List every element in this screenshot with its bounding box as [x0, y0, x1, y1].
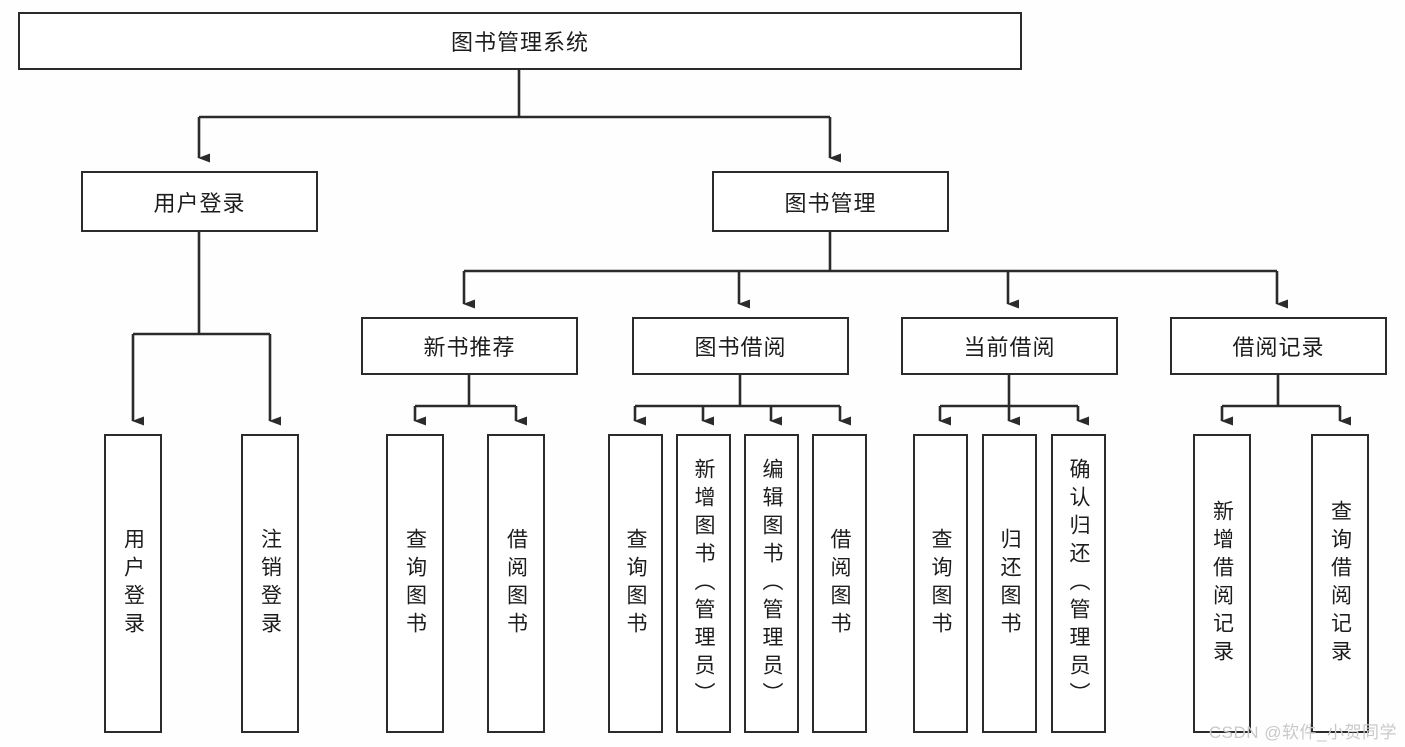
node-root-label: 图书管理系统 [450, 30, 589, 55]
leaf-add-book-label: 新增图书（管理员） [692, 457, 715, 710]
leaf-add-book[interactable]: 新增图书（管理员） [676, 434, 731, 733]
leaf-edit-book[interactable]: 编辑图书（管理员） [744, 434, 799, 733]
leaf-logout-login[interactable]: 注销登录 [241, 434, 299, 733]
leaf-query-book-2[interactable]: 查询图书 [608, 434, 663, 733]
leaf-return-book-label: 归还图书 [998, 527, 1021, 640]
node-root[interactable]: 图书管理系统 [18, 12, 1022, 70]
leaf-borrow-book-2[interactable]: 借阅图书 [812, 434, 867, 733]
node-new-book-rec-label: 新书推荐 [423, 335, 516, 360]
node-user-login-label: 用户登录 [153, 190, 246, 216]
leaf-return-book[interactable]: 归还图书 [982, 434, 1037, 733]
leaf-user-login-label: 用户登录 [121, 527, 145, 640]
node-borrow-record[interactable]: 借阅记录 [1170, 317, 1387, 375]
leaf-edit-book-label: 编辑图书（管理员） [760, 457, 783, 710]
node-user-login[interactable]: 用户登录 [81, 171, 318, 232]
leaf-query-book-1[interactable]: 查询图书 [386, 434, 444, 733]
node-book-borrow-label: 图书借阅 [694, 335, 787, 360]
leaf-confirm-return[interactable]: 确认归还（管理员） [1051, 434, 1106, 733]
node-current-borrow-label: 当前借阅 [963, 335, 1056, 360]
leaf-borrow-book-1-label: 借阅图书 [504, 527, 528, 640]
node-current-borrow[interactable]: 当前借阅 [901, 317, 1118, 375]
node-new-book-rec[interactable]: 新书推荐 [361, 317, 578, 375]
leaf-query-book-3-label: 查询图书 [929, 527, 952, 640]
node-book-manage-label: 图书管理 [784, 190, 877, 216]
leaf-logout-login-label: 注销登录 [258, 527, 282, 640]
leaf-query-book-2-label: 查询图书 [624, 527, 647, 640]
leaf-borrow-book-2-label: 借阅图书 [828, 527, 851, 640]
node-book-borrow[interactable]: 图书借阅 [632, 317, 849, 375]
leaf-query-record[interactable]: 查询借阅记录 [1311, 434, 1369, 733]
leaf-add-record-label: 新增借阅记录 [1210, 499, 1234, 668]
csdn-watermark: CSDN @软件_小贺同学 [1208, 723, 1397, 742]
leaf-query-book-3[interactable]: 查询图书 [913, 434, 968, 733]
node-borrow-record-label: 借阅记录 [1232, 335, 1325, 360]
leaf-confirm-return-label: 确认归还（管理员） [1067, 457, 1090, 710]
leaf-query-book-1-label: 查询图书 [403, 527, 427, 640]
leaf-add-record[interactable]: 新增借阅记录 [1193, 434, 1251, 733]
leaf-borrow-book-1[interactable]: 借阅图书 [487, 434, 545, 733]
node-book-manage[interactable]: 图书管理 [712, 171, 949, 232]
leaf-user-login[interactable]: 用户登录 [104, 434, 162, 733]
leaf-query-record-label: 查询借阅记录 [1328, 499, 1352, 668]
